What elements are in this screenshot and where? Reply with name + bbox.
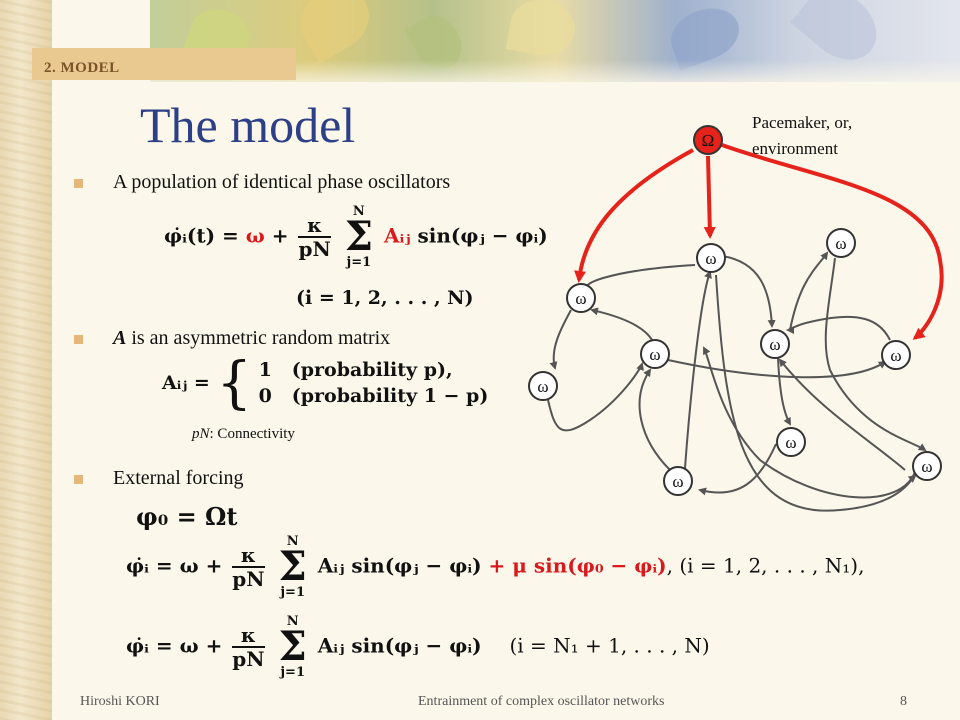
pacemaker-label-line2: environment bbox=[752, 138, 838, 158]
oscillator-node: ω bbox=[663, 466, 693, 496]
frac-denominator: pN bbox=[298, 237, 331, 261]
eq-lhs: φ̇ᵢ = ω + bbox=[126, 633, 223, 658]
frac-denominator: pN bbox=[232, 647, 265, 671]
sum-sigma: Σ bbox=[278, 543, 307, 590]
coupling-edge bbox=[638, 368, 671, 471]
coupling-edge bbox=[777, 357, 791, 426]
eq-range: (i = N₁ + 1, . . . , N) bbox=[509, 633, 710, 658]
footer-talk-title: Entrainment of complex oscillator networ… bbox=[418, 694, 665, 709]
connectivity-symbol: pN bbox=[192, 426, 210, 442]
oscillator-node: ω bbox=[696, 243, 726, 273]
case-one-text: (probability p), bbox=[291, 359, 453, 382]
eq-brace: { bbox=[216, 351, 253, 416]
left-texture-strip bbox=[0, 0, 52, 720]
oscillator-node: ω bbox=[640, 339, 670, 369]
frac-numerator: κ bbox=[232, 624, 265, 648]
oscillator-node: ω bbox=[826, 228, 856, 258]
oscillator-node: ω bbox=[912, 451, 942, 481]
case-one-value: 1 bbox=[258, 359, 272, 382]
coupling-edge bbox=[549, 309, 572, 370]
oscillator-node: ω bbox=[566, 283, 596, 313]
bullet-text: External forcing bbox=[113, 467, 244, 489]
eq-forcing-term: + μ sin(φ₀ − φᵢ) bbox=[488, 553, 667, 578]
sum-lower: j=1 bbox=[280, 585, 305, 600]
frac-numerator: κ bbox=[298, 214, 331, 238]
equation-phase-forcing: φ₀ = Ωt bbox=[136, 502, 238, 531]
bullet-population: A population of identical phase oscillat… bbox=[74, 171, 450, 194]
bullet-text: is an asymmetric random matrix bbox=[126, 327, 391, 349]
pacemaker-label: Pacemaker, or, environment bbox=[752, 110, 852, 161]
sum-lower: j=1 bbox=[346, 255, 372, 270]
coupling-edge bbox=[547, 362, 644, 432]
oscillator-node: ω bbox=[881, 340, 911, 370]
sum-upper: N bbox=[352, 204, 365, 219]
eq-range: , (i = 1, 2, . . . , N₁), bbox=[666, 553, 865, 578]
coupling-edge bbox=[715, 274, 917, 512]
connectivity-text: : Connectivity bbox=[209, 426, 295, 442]
footer-author: Hiroshi KORI bbox=[80, 694, 160, 709]
eq-lhs: φ̇ᵢ = ω + bbox=[126, 553, 223, 578]
sum-upper: N bbox=[286, 534, 299, 549]
coupling-edge bbox=[698, 443, 777, 496]
eq-plus: + bbox=[271, 223, 289, 248]
bullet-text: A population of identical phase oscillat… bbox=[113, 171, 451, 193]
forcing-edge bbox=[703, 155, 716, 239]
equation-matrix: Aᵢⱼ = { 1 (probability p), 0 (probabilit… bbox=[162, 356, 488, 412]
equation-range: (i = 1, 2, . . . , N) bbox=[296, 287, 474, 309]
forcing-edge bbox=[574, 148, 694, 283]
bullet-marker bbox=[74, 178, 83, 188]
eq-aij: Aᵢⱼ bbox=[383, 223, 411, 248]
frac-denominator: pN bbox=[232, 567, 265, 591]
section-tag: 2. MODEL bbox=[32, 48, 296, 80]
eq-sin: sin(φⱼ − φᵢ) bbox=[417, 223, 548, 248]
coupling-edge bbox=[789, 251, 829, 331]
sum-sigma: Σ bbox=[278, 623, 307, 670]
coupling-edge bbox=[684, 270, 712, 469]
pacemaker-node: Ω bbox=[693, 125, 723, 155]
bullet-matrix: A is an asymmetric random matrix bbox=[74, 327, 390, 350]
eq-cases: 1 (probability p), 0 (probability 1 − p) bbox=[259, 358, 489, 409]
sum-lower: j=1 bbox=[280, 665, 305, 680]
case-zero-value: 0 bbox=[258, 385, 272, 407]
coupling-edge bbox=[786, 315, 891, 341]
forcing-edge bbox=[721, 143, 944, 340]
eq-omega: ω bbox=[245, 223, 265, 248]
slide-body bbox=[52, 0, 960, 720]
coupling-edge bbox=[721, 255, 776, 328]
pacemaker-label-line1: Pacemaker, or, bbox=[752, 113, 853, 132]
case-zero-text: (probability 1 − p) bbox=[291, 385, 489, 407]
bullet-matrix-symbol: A bbox=[113, 327, 127, 349]
coupling-edge bbox=[778, 358, 906, 471]
sum-sigma: Σ bbox=[344, 213, 373, 260]
eq-coupling: Aᵢⱼ sin(φⱼ − φᵢ) bbox=[317, 633, 482, 658]
coupling-edge bbox=[590, 307, 653, 341]
oscillator-node: ω bbox=[528, 371, 558, 401]
oscillator-node: ω bbox=[760, 329, 790, 359]
footer-page-number: 8 bbox=[900, 694, 907, 709]
sum-upper: N bbox=[286, 614, 299, 629]
bullet-marker bbox=[74, 334, 83, 344]
eq-matrix-lhs: Aᵢⱼ = bbox=[162, 372, 210, 394]
slide-title: The model bbox=[140, 97, 356, 153]
bullet-marker bbox=[74, 474, 83, 484]
coupling-edge bbox=[667, 359, 887, 379]
coupling-edge bbox=[583, 264, 696, 292]
oscillator-node: ω bbox=[776, 427, 806, 457]
connectivity-note: pN: Connectivity bbox=[192, 426, 295, 443]
eq-lhs: φ̇ᵢ(t) = bbox=[164, 223, 239, 248]
frac-numerator: κ bbox=[232, 544, 265, 568]
bullet-forcing: External forcing bbox=[74, 467, 244, 490]
coupling-edge bbox=[824, 257, 927, 452]
eq-coupling: Aᵢⱼ sin(φⱼ − φᵢ) bbox=[317, 553, 482, 578]
